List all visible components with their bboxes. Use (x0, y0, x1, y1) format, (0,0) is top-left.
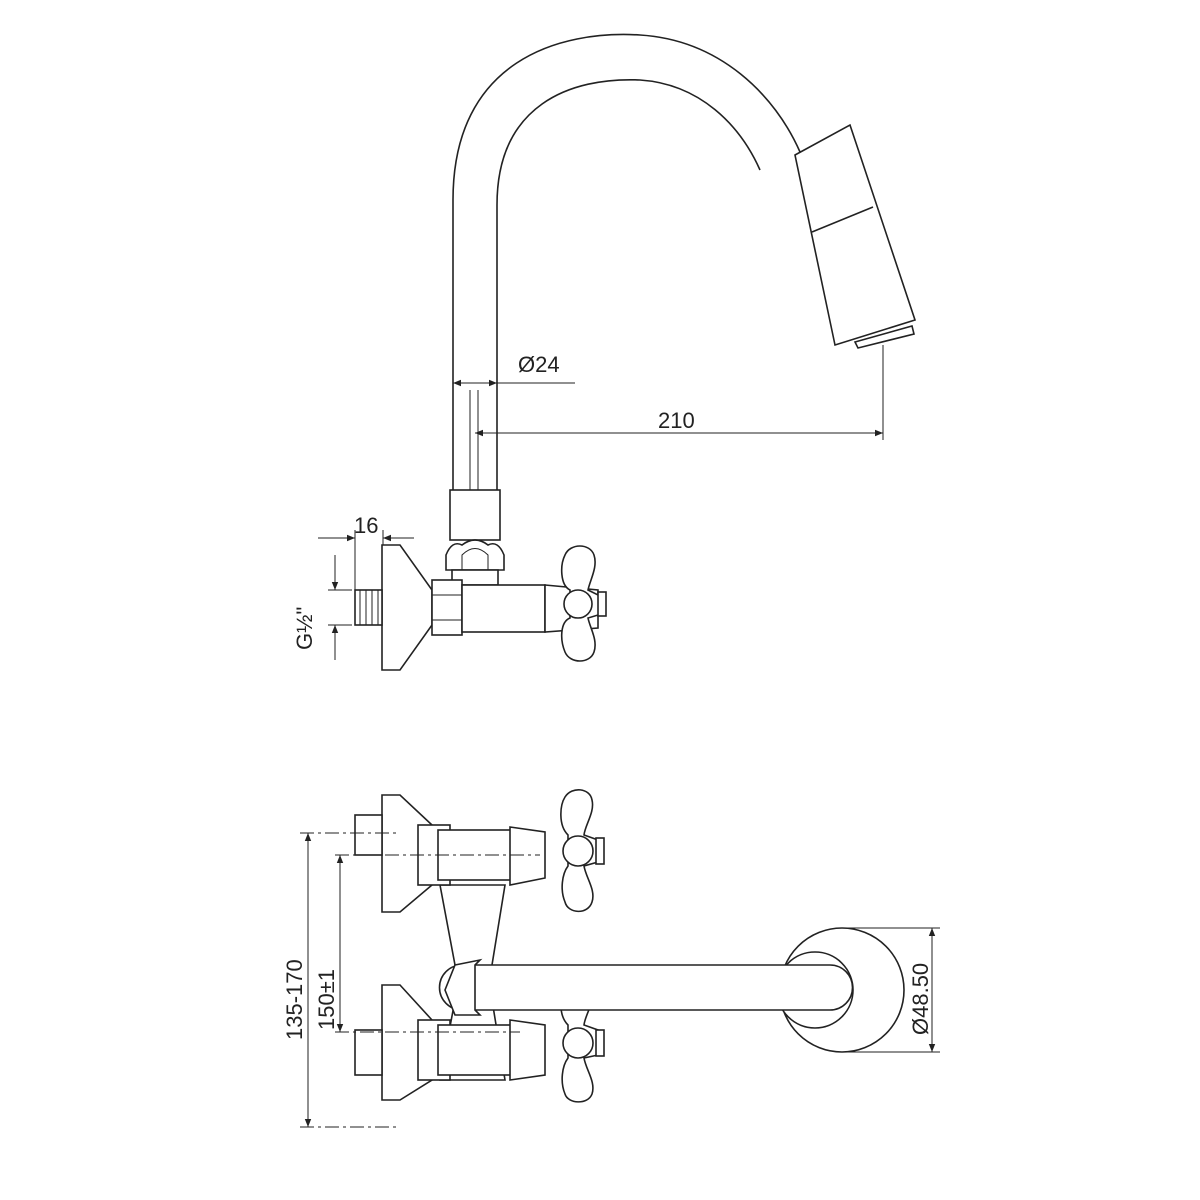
dimension-spout-diameter: Ø24 (453, 352, 575, 387)
dimension-thread-length: 16 (318, 513, 414, 590)
spout-arm (438, 958, 854, 1016)
front-view: 135-170 150±1 Ø48.50 (282, 789, 940, 1128)
dimension-thread: G½" (292, 555, 352, 660)
dimension-label: G½" (292, 607, 317, 650)
dimension-label: 210 (658, 408, 695, 433)
top-valve (354, 789, 605, 913)
dimension-reach: 210 (475, 345, 884, 440)
swivel-nut (445, 489, 505, 586)
cross-handle (560, 545, 607, 662)
dimension-label: Ø24 (518, 352, 560, 377)
dimension-centers-nominal: 150±1 (314, 855, 344, 1032)
dimension-centers-range: 135-170 (282, 833, 312, 1127)
dimension-label: 150±1 (314, 969, 339, 1030)
dimension-label: 16 (354, 513, 378, 538)
dimension-label: Ø48.50 (908, 963, 933, 1035)
spray-head (794, 123, 917, 349)
hex-nut (431, 579, 463, 636)
side-view: Ø24 210 16 G½" (292, 33, 917, 671)
dimension-label: 135-170 (282, 959, 307, 1040)
flexible-spout (452, 33, 801, 490)
dimension-rosette-diameter: Ø48.50 (842, 927, 940, 1053)
